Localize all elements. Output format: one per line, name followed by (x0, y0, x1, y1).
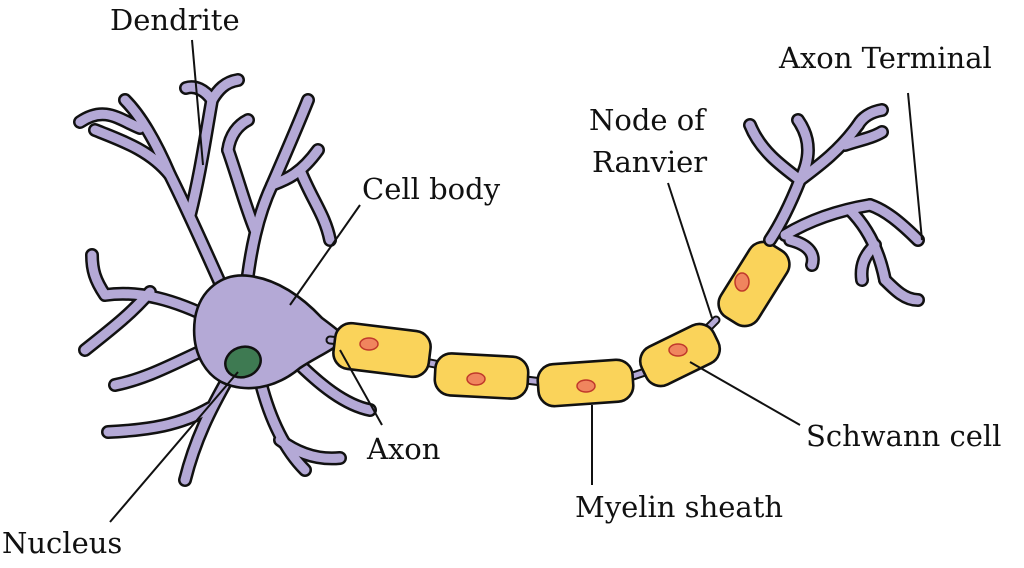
dendrite-label: Dendrite (110, 3, 240, 37)
schwann-nucleus (359, 337, 379, 351)
axon-label: Axon (366, 432, 440, 466)
dendrite-leader (191, 39, 204, 166)
cell-body-leader (289, 204, 361, 306)
schwann-nucleus (466, 372, 486, 386)
myelin-sheath (332, 240, 791, 408)
axon-terminal-leader (907, 92, 923, 241)
node-of-ranvier-leader (667, 182, 713, 319)
schwann-cell (717, 240, 791, 328)
labels: Dendrite Axon Terminal Node of Ranvier C… (2, 3, 1001, 560)
schwann-cell-label: Schwann cell (806, 419, 1001, 453)
nucleus (224, 345, 262, 379)
myelin-sheath-label: Myelin sheath (575, 490, 783, 524)
schwann-cell-leader (689, 361, 801, 426)
axon-leader (339, 349, 383, 426)
dendrites (73, 73, 377, 487)
node-of-ranvier-label-line1: Node of (589, 103, 707, 137)
node-of-ranvier-label-line2: Ranvier (592, 145, 707, 179)
cell-body (192, 274, 347, 390)
schwann-nucleus (668, 343, 688, 357)
nucleus-leader (109, 371, 239, 523)
schwann-nucleus (576, 379, 596, 393)
schwann-cell (332, 321, 432, 379)
schwann-nucleus (734, 272, 750, 292)
nucleus-label: Nucleus (2, 526, 122, 560)
cell-body-label: Cell body (362, 172, 501, 206)
leader-lines (109, 39, 923, 523)
axon-terminal-label: Axon Terminal (778, 41, 992, 75)
axon-terminal (743, 103, 925, 307)
